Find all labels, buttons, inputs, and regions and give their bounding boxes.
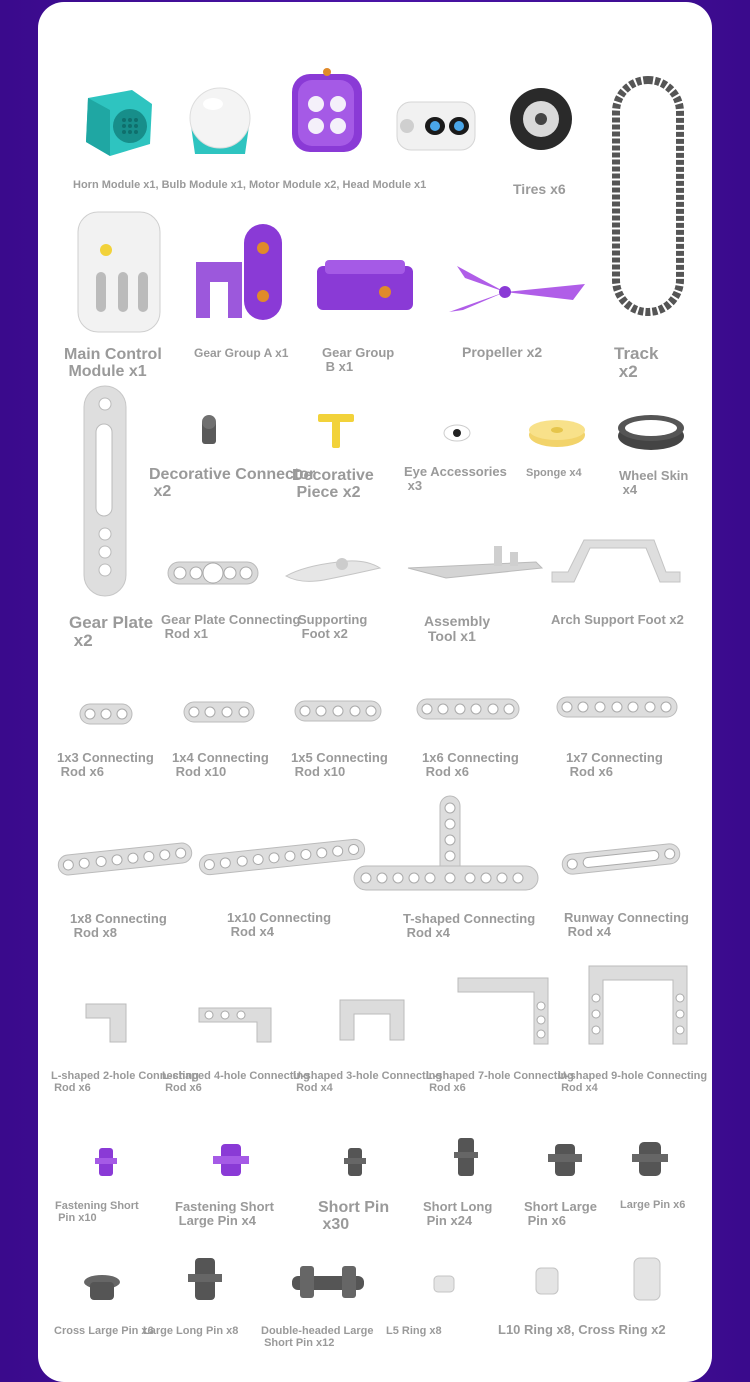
- l2-rod-image: [85, 1003, 127, 1043]
- bulb-module-image: [189, 87, 251, 154]
- main-control-image: [77, 211, 161, 333]
- u9-rod-image: [588, 965, 688, 1045]
- l4-rod-label: L-shaped 4-hole Connecting Rod x6: [162, 1070, 310, 1094]
- wheel-skin-image: [618, 415, 684, 450]
- modules-label: Horn Module x1, Bulb Module x1, Motor Mo…: [73, 179, 427, 191]
- rod-1x4-label: 1x4 Connecting Rod x10: [172, 750, 269, 779]
- rod-t-image: [353, 795, 539, 891]
- track-label: Track x2: [614, 344, 659, 381]
- fastening-short-large-pin-label: Fastening Short Large Pin x4: [175, 1199, 274, 1228]
- rod-1x10-label: 1x10 Connecting Rod x4: [227, 910, 332, 939]
- short-long-pin-label: Short Long Pin x24: [423, 1199, 493, 1228]
- rod-1x3-label: 1x3 Connecting Rod x6: [57, 750, 154, 779]
- wheel-skin-label: Wheel Skin x4: [619, 468, 689, 497]
- rod-runway-label: Runway Connecting Rod x4: [564, 910, 689, 939]
- short-pin-label: Short Pin x30: [318, 1199, 390, 1233]
- decorative-connector-image: [202, 415, 216, 444]
- l10-ring-image: [535, 1267, 559, 1295]
- rod-runway-image: [561, 843, 681, 875]
- decorative-piece-image: [318, 414, 354, 448]
- rod-1x6-image: [416, 698, 520, 720]
- l2-rod-label: L-shaped 2-hole Connecting Rod x6: [51, 1070, 199, 1094]
- gear-group-a-label: Gear Group A x1: [194, 346, 289, 360]
- horn-module-image: [86, 90, 152, 156]
- l10-cross-ring-label: L10 Ring x8, Cross Ring x2: [498, 1322, 666, 1337]
- cross-ring-image: [633, 1257, 661, 1301]
- decorative-piece-label: Decorative Piece x2: [292, 467, 374, 501]
- rod-1x5-image: [294, 700, 382, 722]
- gear-plate-rod-image: [167, 561, 259, 585]
- short-large-pin-image: [548, 1144, 582, 1176]
- double-headed-pin-label: Double-headed Large Short Pin x12: [261, 1325, 374, 1349]
- gear-plate-image: [83, 385, 127, 597]
- rod-t-label: T-shaped Connecting Rod x4: [403, 911, 536, 940]
- rod-1x6-label: 1x6 Connecting Rod x6: [422, 750, 519, 779]
- l7-rod-label: L-shaped 7-hole Connecting Rod x6: [426, 1070, 574, 1094]
- sponge-image: [529, 420, 585, 447]
- tires-label: Tires x6: [513, 181, 566, 197]
- arch-support-label: Arch Support Foot x2: [551, 612, 684, 627]
- rod-1x10-image: [198, 838, 366, 876]
- supporting-foot-image: [284, 558, 382, 582]
- gear-group-a-image: [196, 224, 282, 320]
- fastening-short-large-pin-image: [213, 1144, 249, 1176]
- l5-ring-image: [433, 1275, 455, 1293]
- head-module-image: [396, 101, 476, 151]
- arch-support-foot-image: [551, 539, 681, 583]
- rod-1x4-image: [183, 701, 255, 723]
- motor-module-image: [292, 68, 362, 152]
- fastening-short-pin-image: [95, 1148, 117, 1176]
- large-pin-label: Large Pin x6: [620, 1199, 686, 1211]
- rod-1x5-label: 1x5 Connecting Rod x10: [291, 750, 388, 779]
- short-long-pin-image: [454, 1138, 478, 1176]
- assembly-tool-label: Assembly Tool x1: [424, 613, 491, 644]
- gear-group-b-image: [317, 260, 413, 310]
- short-large-pin-label: Short Large Pin x6: [524, 1199, 597, 1228]
- tire-image: [510, 88, 572, 150]
- gear-plate-label: Gear Plate x2: [69, 613, 154, 650]
- rod-1x3-image: [79, 703, 133, 725]
- l4-rod-image: [198, 1007, 272, 1043]
- assembly-tool-image: [407, 546, 544, 579]
- sponge-label: Sponge x4: [526, 467, 582, 479]
- propeller-image: [449, 266, 585, 312]
- double-headed-pin-image: [292, 1266, 364, 1298]
- gear-plate-rod-label: Gear Plate Connecting Rod x1: [161, 612, 301, 641]
- large-pin-image: [632, 1142, 668, 1176]
- main-control-label: Main Control Module x1: [64, 346, 162, 380]
- u3-rod-image: [339, 999, 405, 1041]
- propeller-label: Propeller x2: [462, 344, 543, 360]
- track-image: [612, 76, 684, 316]
- u3-rod-label: U-shaped 3-hole Connecting Rod x4: [293, 1070, 443, 1094]
- rod-1x7-image: [556, 696, 678, 718]
- cross-large-pin-label: Cross Large Pin x6: [54, 1325, 154, 1337]
- large-long-pin-label: Large Long Pin x8: [143, 1325, 239, 1337]
- decorative-connector-label: Decorative Connector x2: [149, 466, 316, 500]
- large-long-pin-image: [188, 1258, 222, 1300]
- eye-accessories-label: Eye Accessories x3: [404, 464, 507, 493]
- fastening-short-pin-label: Fastening Short Pin x10: [55, 1200, 139, 1224]
- short-pin-image: [344, 1148, 366, 1176]
- gear-group-b-label: Gear Group B x1: [322, 345, 395, 374]
- rod-1x8-image: [57, 842, 193, 876]
- rod-1x8-label: 1x8 Connecting Rod x8: [70, 911, 167, 940]
- u9-rod-label: U-shaped 9-hole Connecting Rod x4: [558, 1070, 708, 1094]
- l7-rod-image: [457, 977, 549, 1045]
- parts-card: [38, 2, 712, 1382]
- eye-accessory-image: [443, 424, 471, 442]
- l5-ring-label: L5 Ring x8: [386, 1325, 442, 1337]
- cross-large-pin-image: [84, 1275, 120, 1300]
- supporting-foot-label: Supporting Foot x2: [298, 612, 368, 641]
- rod-1x7-label: 1x7 Connecting Rod x6: [566, 750, 663, 779]
